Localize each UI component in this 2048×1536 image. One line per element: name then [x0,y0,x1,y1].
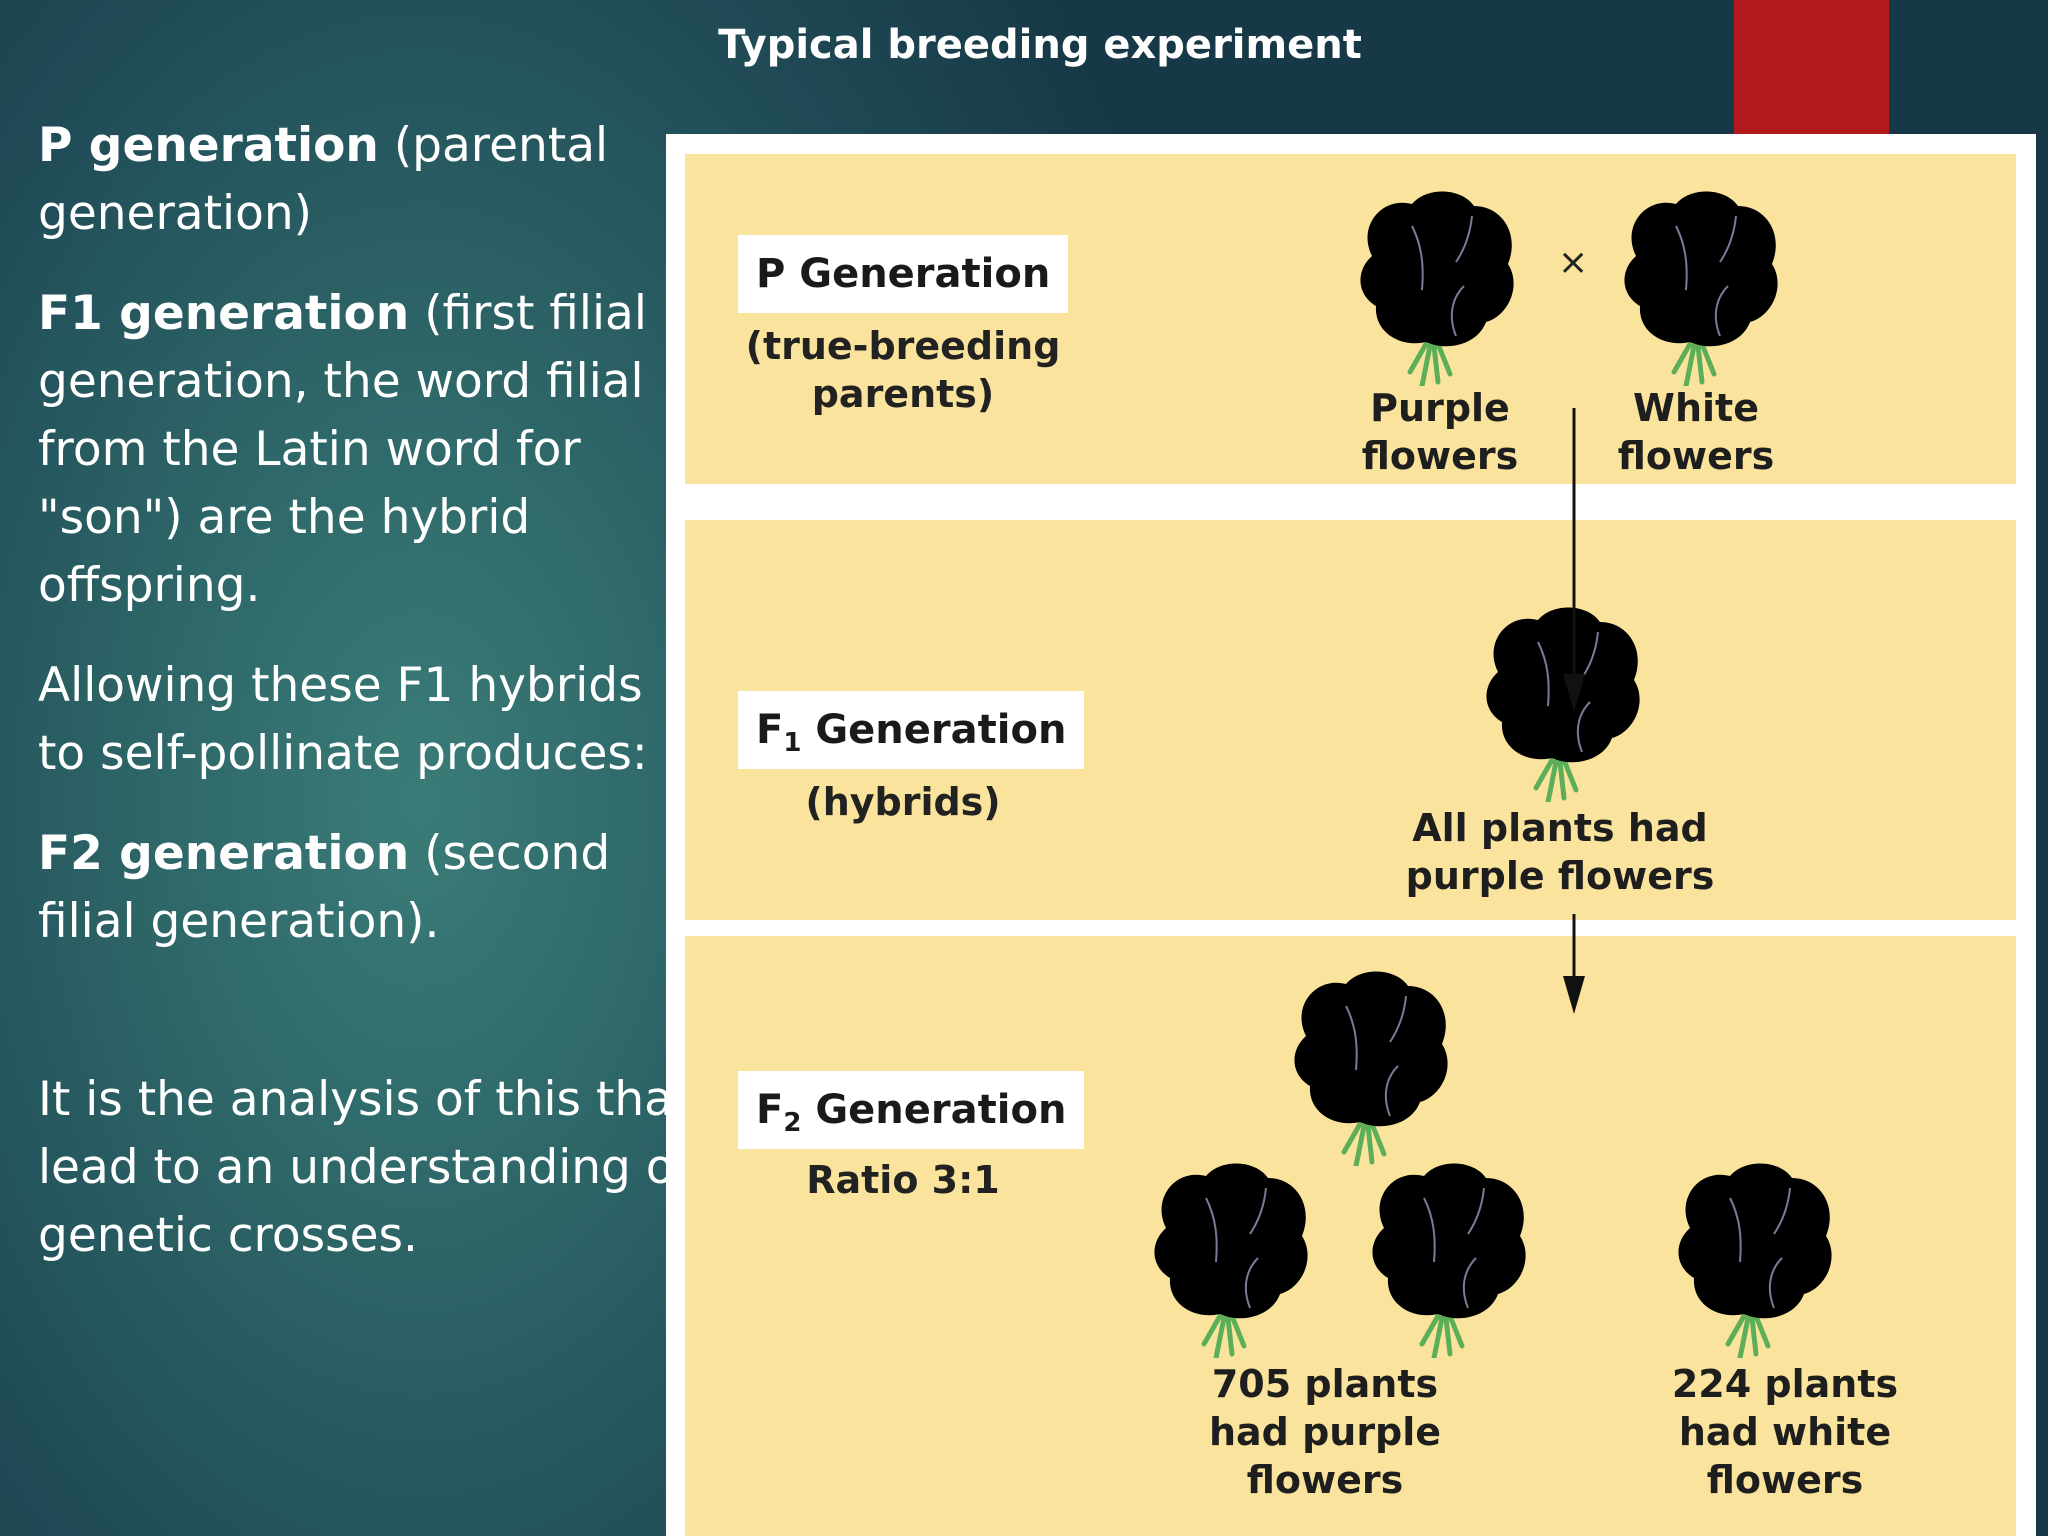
f2-purple-count-label: 705 plants had purple flowers [1208,1362,1442,1502]
cross-symbol: × [1558,242,1589,283]
arrow-p-to-f1 [1563,408,1585,712]
p-generation-box: P Generation [738,235,1069,313]
p-generation-paragraph: P generation (parental generation) [38,112,678,248]
arrow-f1-to-f2 [1563,914,1585,1014]
f2-box-subscript: 2 [783,1108,802,1138]
f2-box-letter: F [756,1087,784,1133]
slide-title: Typical breeding experiment [718,22,1362,68]
f2-generation-box: F2 Generation [738,1071,1085,1149]
analysis-line-1: It is the analysis of this that [38,1072,692,1127]
f2-white-count-label: 224 plants had white flowers [1671,1362,1899,1502]
p-generation-term: P generation [38,118,379,173]
f1-result-label: All plants had purple flowers [1405,806,1715,898]
purple-flowers-label: Purple flowers [1361,386,1519,478]
f1-box-letter: F [756,707,784,753]
analysis-line-3: genetic crosses. [38,1208,418,1263]
accent-red-block [1734,0,1889,135]
f2-box-word: Generation [801,1087,1067,1133]
text-column: P generation (parental generation) F1 ge… [38,112,691,1302]
f1-generation-box: F1 Generation [738,691,1085,769]
f1-box-subscript: 1 [783,728,802,758]
f1-generation-subtitle: (hybrids) [805,780,1001,824]
f1-generation-term: F1 generation [38,286,410,341]
f2-generation-desc: (second filial generation). [38,826,611,949]
p-generation-subtitle: (true-breeding parents) [745,324,1061,416]
self-pollinate-paragraph: Allowing these F1 hybrids to self-pollin… [38,658,648,781]
p-generation-band [685,154,2016,484]
f2-generation-term: F2 generation [38,826,410,881]
analysis-line-2: lead to an understanding of [38,1140,692,1195]
breeding-figure: P Generation (true-breeding parents) × P… [666,134,2036,1536]
f1-generation-desc: (first filial generation, the word filia… [38,286,647,613]
f1-generation-paragraph: F1 generation (first filial generation, … [38,280,678,620]
analysis-paragraph: It is the analysis of this that lead to … [38,1066,738,1270]
f2-generation-paragraph: F2 generation (second filial generation)… [38,820,678,956]
f1-box-word: Generation [801,707,1067,753]
generation-arrows [1563,408,1585,1014]
f2-generation-subtitle: Ratio 3:1 [806,1158,1000,1202]
p-generation-desc: (parental generation) [38,118,609,241]
white-flowers-label: White flowers [1617,386,1775,478]
